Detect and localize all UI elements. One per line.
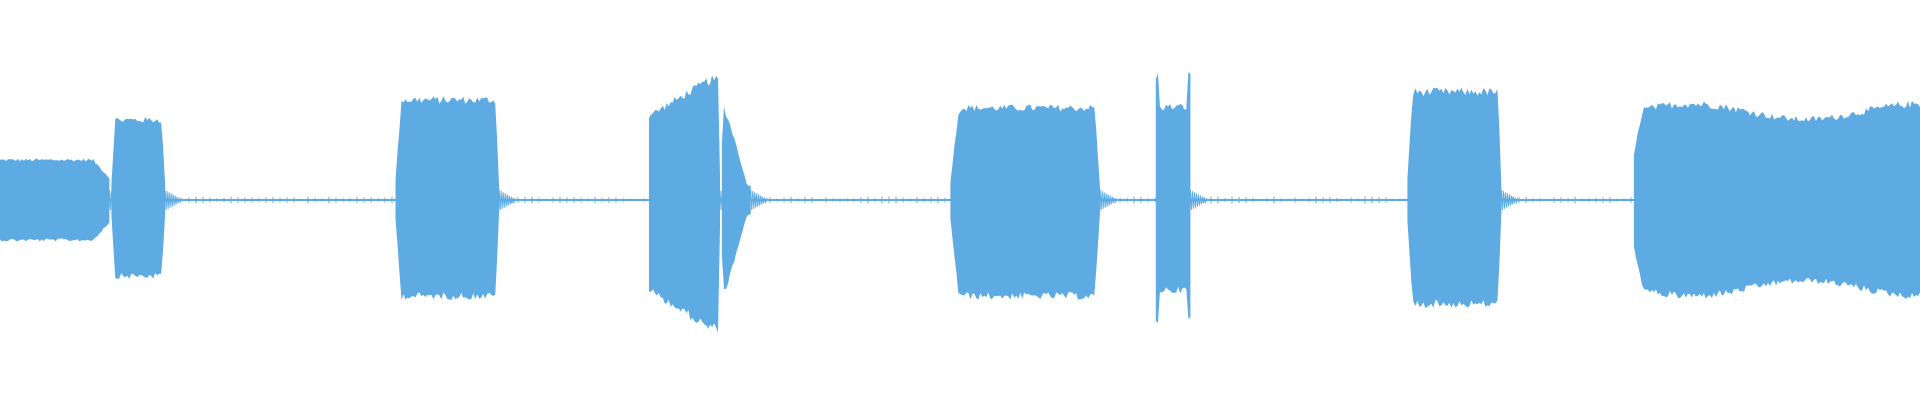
waveform-clip-3b <box>721 106 751 290</box>
waveform-clip-5 <box>1155 72 1191 324</box>
waveform-clip-6 <box>1407 87 1502 309</box>
waveform-clips <box>0 72 1920 333</box>
waveform-clip-1a <box>0 158 110 242</box>
waveform-tail-clip-1b <box>164 189 183 211</box>
waveform-clip-2 <box>395 96 500 300</box>
waveform-tail-clip-5 <box>1189 189 1208 211</box>
waveform-tail-clip-2 <box>498 189 517 211</box>
waveform-tail-clip-6 <box>1500 189 1519 211</box>
waveform-clip-7 <box>1633 100 1920 299</box>
waveform-clip-1b <box>111 117 166 279</box>
waveform-tail-clip-4 <box>1099 189 1118 211</box>
waveform-clip-3a <box>649 75 720 333</box>
waveform-tail-clip-3b <box>750 189 769 211</box>
waveform-clip-4 <box>950 104 1101 300</box>
